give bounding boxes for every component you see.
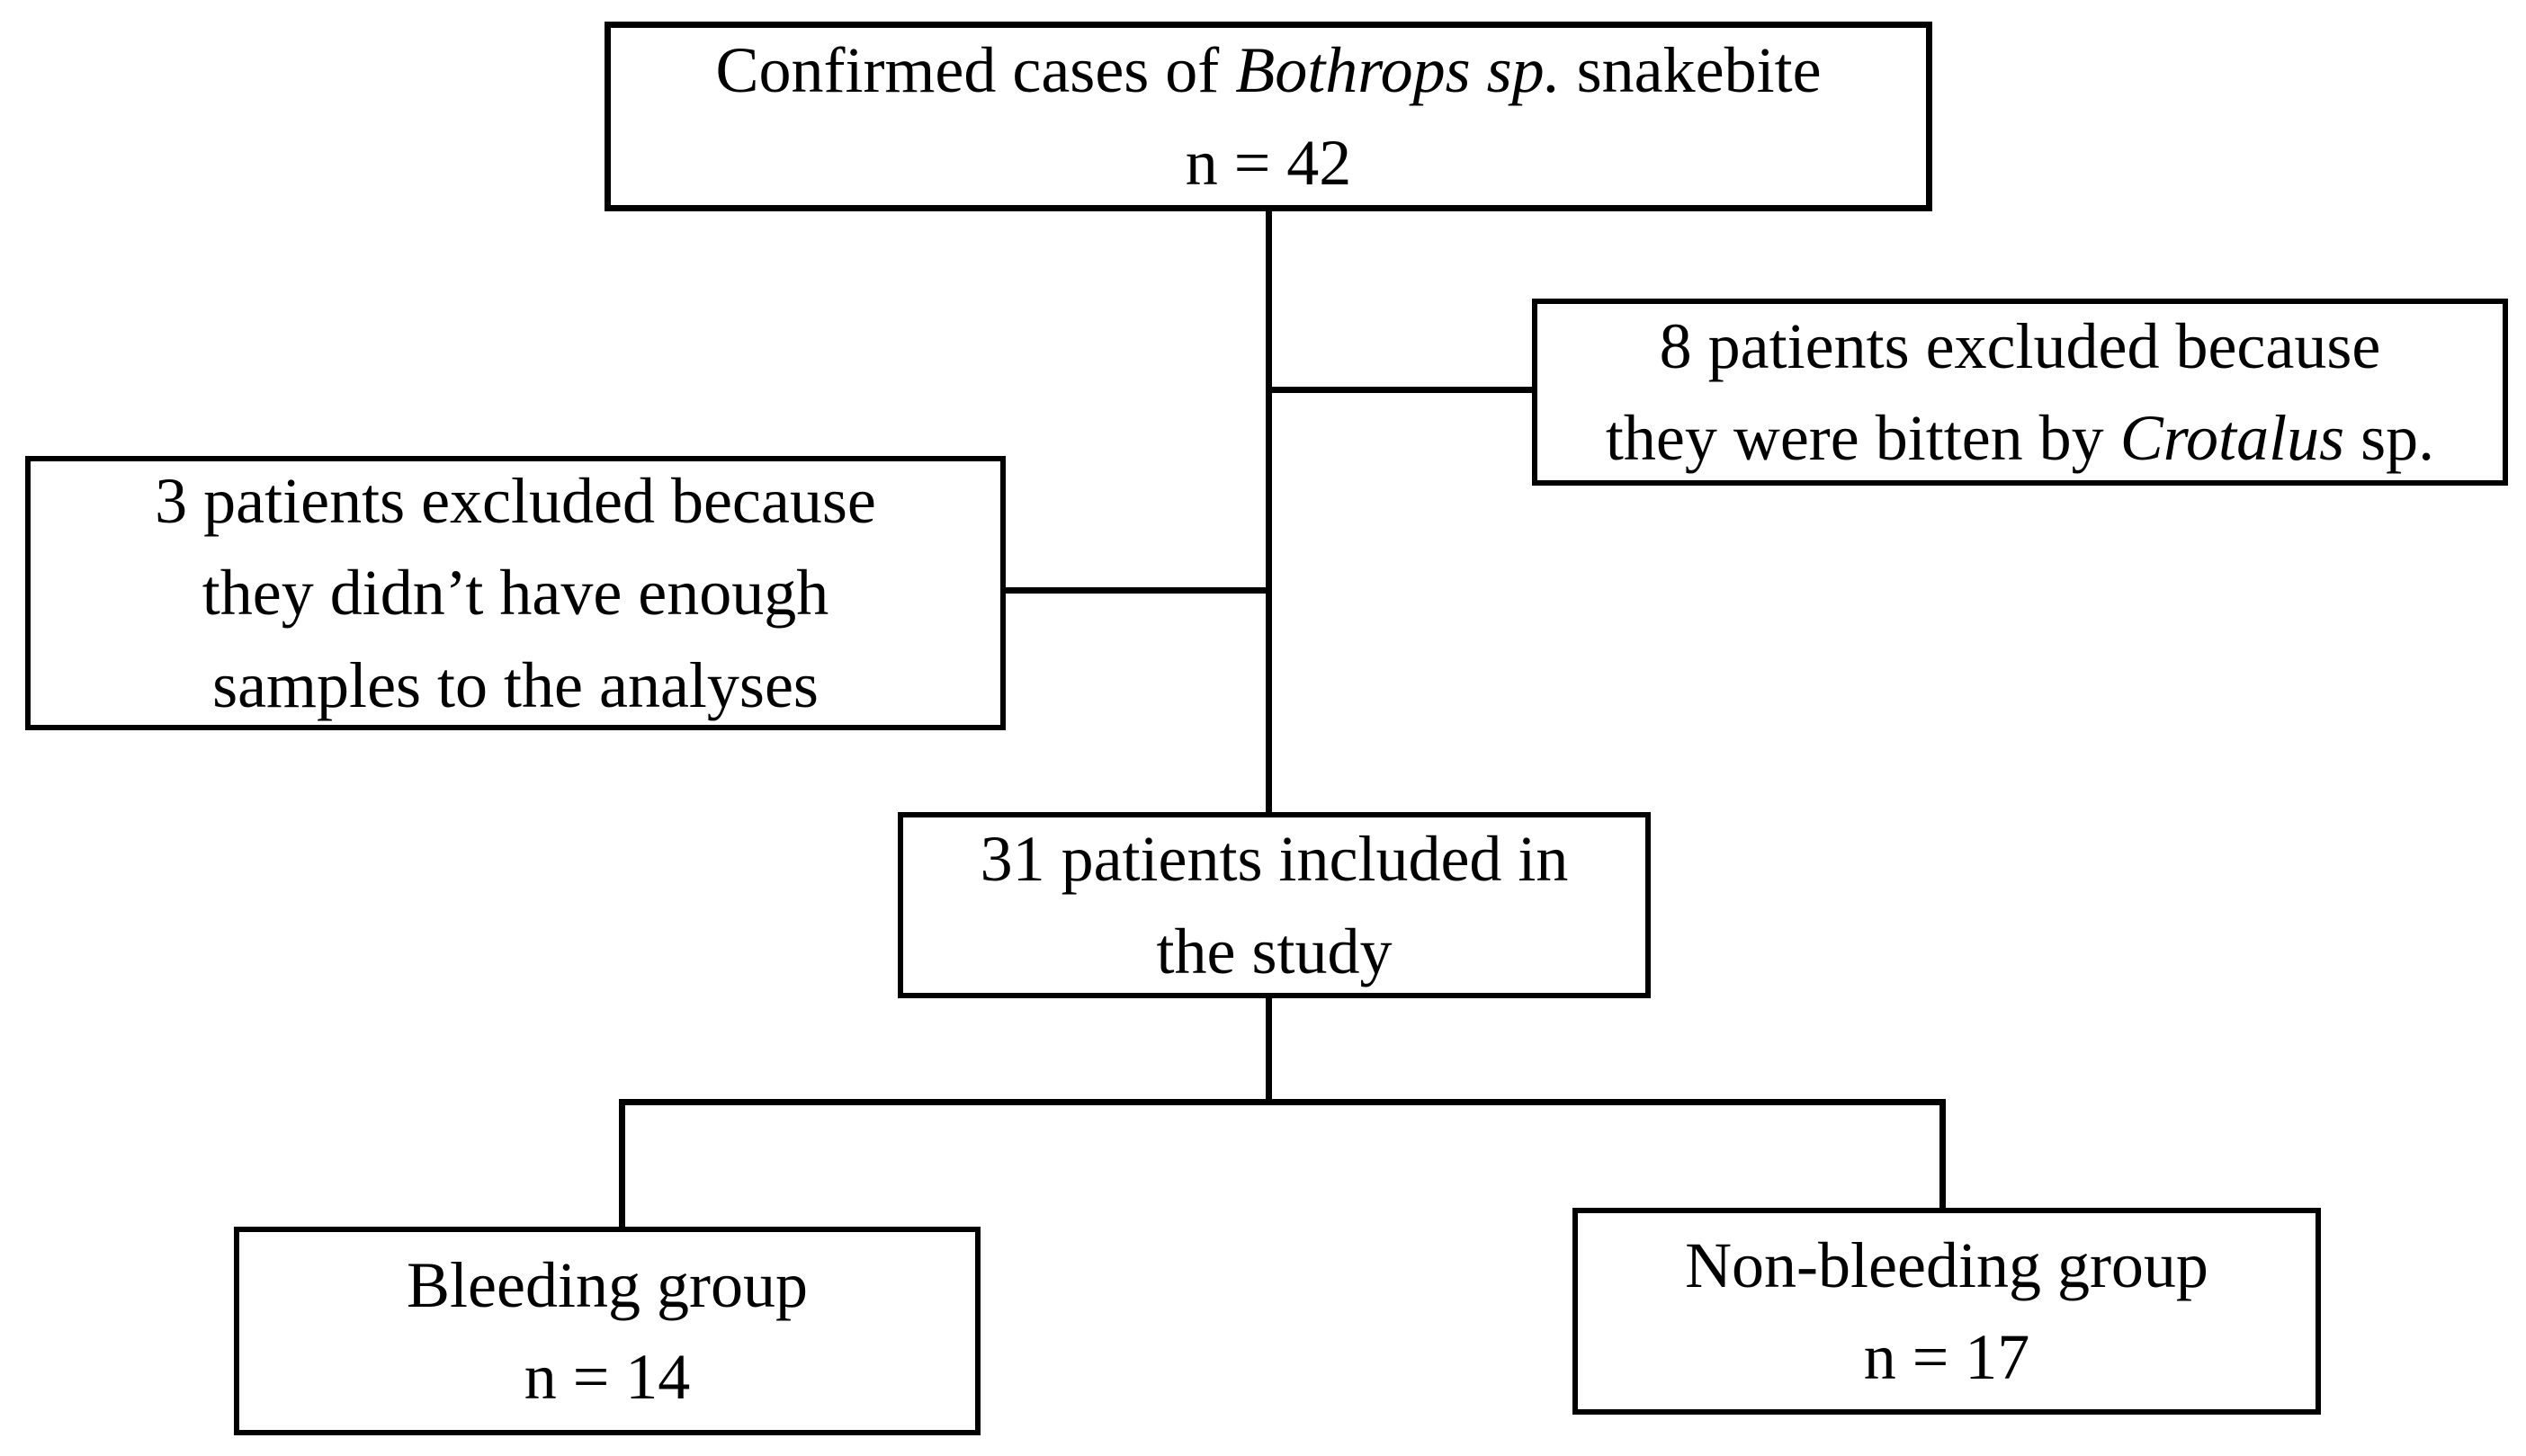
- connector-right-exclusion-line: [1268, 387, 1532, 393]
- node-text-line: Non-bleeding group: [1685, 1228, 2208, 1301]
- node-bleeding-group: Bleeding group n = 14: [234, 1227, 981, 1435]
- node-text-line: 8 patients excluded because: [1659, 309, 2381, 382]
- node-text-line: 3 patients excluded because: [155, 465, 876, 538]
- connector-nonbleeding-drop-line: [1939, 1099, 1946, 1208]
- node-count-line: n = 17: [1863, 1321, 2030, 1393]
- node-excluded-crotalus: 8 patients excluded because they were bi…: [1532, 299, 2508, 486]
- node-count-line: n = 14: [524, 1341, 691, 1413]
- connector-split-horizontal-line: [619, 1099, 1946, 1105]
- node-included-patients: 31 patients included in the study: [898, 812, 1651, 998]
- connector-bleeding-drop-line: [619, 1099, 625, 1227]
- node-text-line: the study: [1156, 915, 1393, 987]
- node-text-line: 31 patients included in: [980, 823, 1569, 896]
- node-text-line: samples to the analyses: [212, 648, 819, 721]
- node-excluded-insufficient-samples: 3 patients excluded because they didn’t …: [25, 456, 1006, 730]
- node-text-line: they were bitten by Crotalus sp.: [1605, 402, 2435, 474]
- node-text-line: they didn’t have enough: [202, 557, 829, 630]
- connector-top-vertical-line: [1266, 210, 1272, 814]
- connector-left-exclusion-line: [1006, 587, 1268, 594]
- node-text-line: Confirmed cases of Bothrops sp. snakebit…: [715, 34, 1822, 107]
- node-non-bleeding-group: Non-bleeding group n = 17: [1572, 1208, 2321, 1415]
- node-confirmed-cases: Confirmed cases of Bothrops sp. snakebit…: [605, 22, 1932, 211]
- connector-middle-vertical-line: [1266, 996, 1272, 1104]
- node-count-line: n = 42: [1185, 126, 1352, 199]
- node-text-line: Bleeding group: [407, 1248, 808, 1321]
